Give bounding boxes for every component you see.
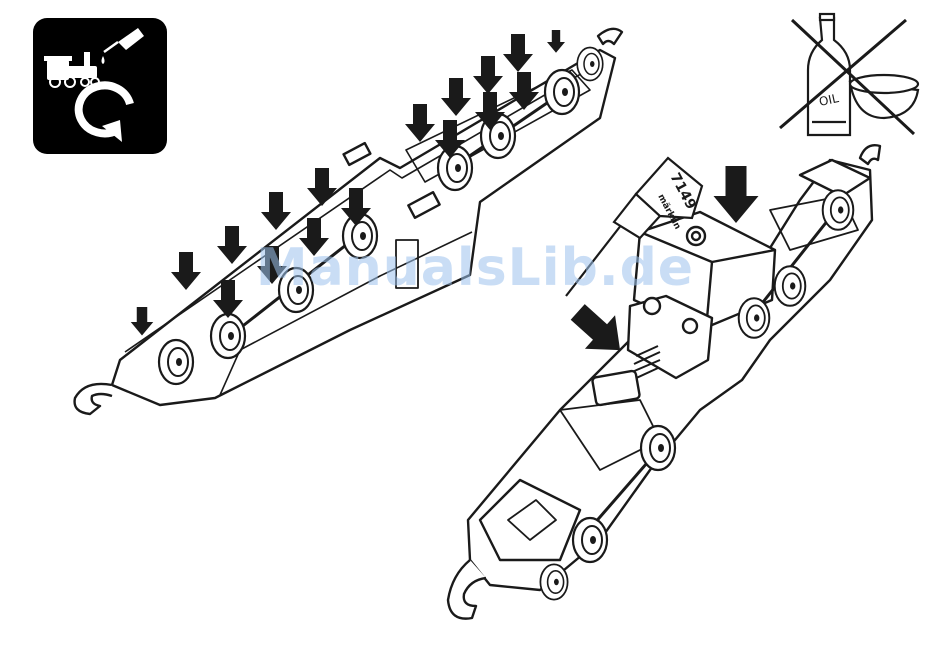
down-arrow-icon xyxy=(473,56,503,94)
no-oil-icon xyxy=(780,14,918,135)
down-arrow-icon xyxy=(714,166,759,223)
down-arrow-icon xyxy=(261,192,291,230)
down-arrow-icon xyxy=(547,30,565,53)
down-arrow-icon xyxy=(171,252,201,290)
down-arrow-icon xyxy=(503,34,533,72)
down-arrow-icon xyxy=(131,307,154,336)
down-arrow-icon xyxy=(405,104,435,142)
down-arrow-icon xyxy=(441,78,471,116)
down-arrow-icon xyxy=(217,226,247,264)
lubricate-and-rotate-icon xyxy=(33,18,167,154)
